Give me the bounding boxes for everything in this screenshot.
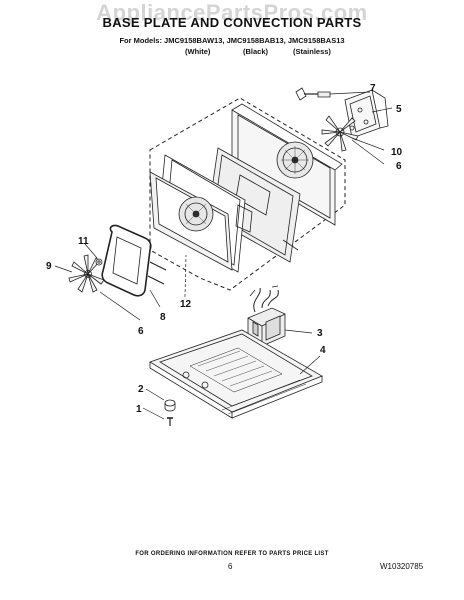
base-screw	[167, 417, 173, 426]
callout-7: 7	[370, 83, 376, 94]
cavity-dashed-outline	[149, 97, 346, 291]
callout-2: 2	[138, 384, 144, 395]
motor-bracket	[344, 89, 389, 139]
watermark: AppliancePartsPros.com	[96, 0, 368, 25]
page-title: BASE PLATE AND CONVECTION PARTS	[102, 15, 362, 30]
rear-wall-panel	[231, 103, 343, 226]
element-housing	[149, 154, 253, 273]
callout-6-right-fan: 6	[396, 161, 402, 172]
callout-4: 4	[320, 345, 326, 356]
ordering-note: FOR ORDERING INFORMATION REFER TO PARTS …	[135, 551, 329, 557]
callout-12: 12	[180, 299, 192, 310]
leader-lines	[54, 91, 393, 420]
document-number: W10320785	[380, 562, 424, 571]
color-label-black: (Black)	[243, 47, 269, 56]
color-label-stainless: (Stainless)	[293, 47, 331, 56]
base-plate	[149, 329, 323, 419]
transformer	[247, 285, 286, 347]
callout-9: 9	[46, 261, 52, 272]
fan-nut	[95, 258, 103, 266]
color-label-white: (White)	[185, 47, 211, 56]
callout-5: 5	[396, 104, 402, 115]
callout-1: 1	[136, 404, 142, 415]
page-number: 6	[228, 562, 233, 571]
right-convection-fan	[321, 115, 359, 152]
wire-harness	[295, 87, 331, 101]
callout-10: 10	[391, 147, 403, 158]
base-foot	[164, 399, 176, 412]
models-line: For Models: JMC9158BAW13, JMC9158BAB13, …	[119, 36, 345, 45]
callout-11: 11	[78, 236, 89, 247]
callout-8: 8	[160, 312, 166, 323]
callout-6-left-fan: 6	[138, 326, 144, 337]
heating-element-bracket	[101, 224, 167, 297]
callout-3: 3	[317, 328, 323, 339]
